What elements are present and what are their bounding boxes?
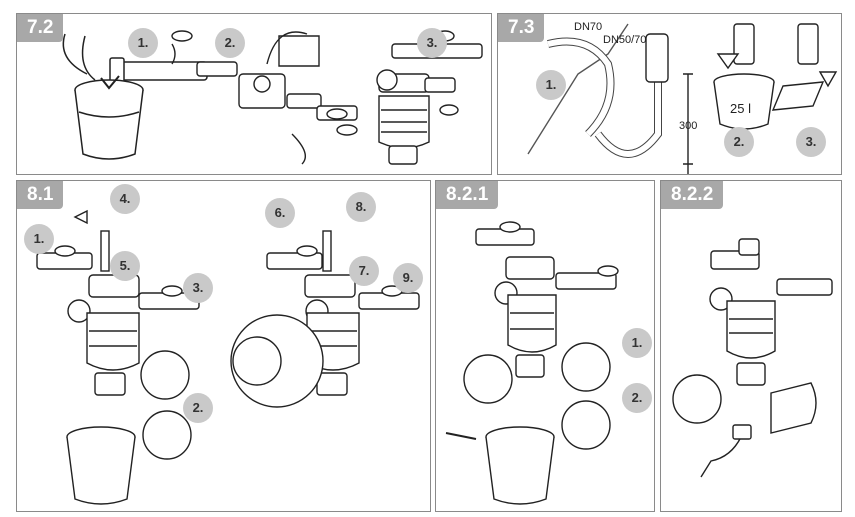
step-badge: 9. — [393, 263, 423, 293]
diagram-8-2-1 — [445, 221, 619, 505]
step-badge: 1. — [536, 70, 566, 100]
diagram-8-2-2 — [672, 238, 833, 478]
label-height-300: 300 — [679, 120, 698, 132]
panel-8-2-1: 8.2.1 1. 2. — [435, 180, 655, 512]
step-badge: 3. — [796, 127, 826, 157]
step-badge: 5. — [110, 251, 140, 281]
step-badge: 4. — [110, 184, 140, 214]
step-badge: 1. — [24, 224, 54, 254]
step-badge: 7. — [349, 256, 379, 286]
step-badge: 2. — [183, 393, 213, 423]
section-tag: 8.2.2 — [661, 181, 724, 209]
step-badge: 1. — [128, 28, 158, 58]
panel-8-1: 8.1 1. 2. 3. 4. 5. 6. 7. 8. 9. — [16, 180, 431, 512]
section-tag: 8.2.1 — [436, 181, 499, 209]
step-badge: 2. — [724, 127, 754, 157]
step-badge: 3. — [417, 28, 447, 58]
section-tag: 7.2 — [17, 14, 64, 42]
panel-7-2: 7.2 1. 2. 3. — [16, 13, 492, 175]
panel-8-2-2: 8.2.2 — [660, 180, 842, 512]
diagram-7-2 — [62, 30, 483, 165]
step-badge: 1. — [622, 328, 652, 358]
panel-7-3: 7.3 DN70 DN50/70 300 25 l 1. 2. 3. — [497, 13, 842, 175]
label-volume: 25 l — [730, 101, 751, 116]
section-tag: 7.3 — [498, 14, 545, 42]
step-badge: 2. — [622, 383, 652, 413]
section-tag: 8.1 — [17, 181, 64, 209]
label-dn70: DN70 — [574, 21, 603, 33]
step-badge: 6. — [265, 198, 295, 228]
step-badge: 2. — [215, 28, 245, 58]
step-badge: 8. — [346, 192, 376, 222]
diagram-8-1 — [36, 209, 420, 505]
step-badge: 3. — [183, 273, 213, 303]
diagram-7-3 — [527, 23, 838, 174]
label-dn50-70: DN50/70 — [603, 34, 647, 46]
